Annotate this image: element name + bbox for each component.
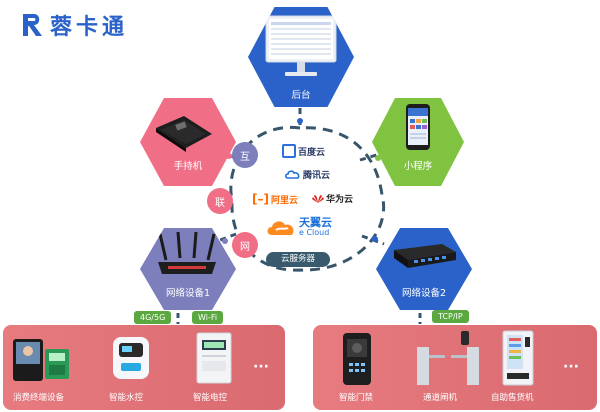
tianyi-cloud-icon: [267, 221, 294, 235]
provider-huawei: 华为云: [312, 192, 353, 205]
provider-tencent-name: 腾讯云: [303, 171, 331, 181]
node-handheld-label: 手持机: [173, 161, 203, 172]
link-miniprogram: [359, 152, 381, 162]
brand-r-icon: [23, 14, 42, 36]
left-device-panel: 消费终端设备 智能水控 智能电控 ···: [3, 325, 285, 410]
dot-backend: [297, 118, 303, 124]
smartphone-icon: [406, 104, 430, 150]
right-item-2: 通道闸机: [423, 393, 458, 403]
monitor-icon: [265, 15, 337, 76]
huawei-icon: [312, 195, 324, 203]
consumer-terminal-icon: [13, 339, 69, 381]
provider-tianyi: 天翼云 e Cloud: [266, 216, 332, 238]
cloud-server-pill: 云服务器: [266, 252, 330, 267]
brand-name: 蓉卡通: [50, 15, 129, 40]
provider-tencent: 腾讯云: [285, 168, 330, 181]
provider-tianyi-name: 天翼云: [299, 216, 332, 229]
tag-wifi: Wi-Fi: [192, 311, 224, 324]
electric-control-icon: [196, 332, 232, 384]
tencent-cloud-icon: [285, 170, 300, 179]
turnstile-gate-icon: [417, 331, 479, 385]
left-more: ···: [253, 359, 269, 375]
provider-baidu: 百度云: [282, 144, 325, 158]
right-more: ···: [563, 359, 579, 375]
right-item-3: 自助售货机: [491, 393, 534, 403]
node-miniprogram-label: 小程序: [403, 161, 433, 172]
node-backend-label: 后台: [291, 90, 311, 101]
left-item-3: 智能电控: [193, 393, 228, 403]
handheld-terminal-icon: [156, 116, 212, 152]
node-miniprogram[interactable]: 小程序: [372, 98, 464, 186]
node-network1-label: 网络设备1: [165, 288, 211, 299]
dot-handheld: [226, 153, 232, 159]
interconnect-wang: 网: [232, 232, 258, 258]
right-device-panel: 智能门禁 通道闸机 自助售货机 ···: [313, 325, 597, 410]
dot-miniprogram: [375, 155, 381, 161]
water-control-icon: [113, 337, 149, 379]
cloud-ring: [229, 125, 385, 272]
provider-tianyi-ecloud: e Cloud: [299, 228, 330, 237]
dot-network1: [222, 238, 228, 244]
left-item-2: 智能水控: [109, 393, 144, 403]
interconnect-hu: 互: [232, 142, 258, 168]
brand-logo: 蓉卡通: [20, 10, 128, 40]
right-item-1: 智能门禁: [339, 393, 374, 403]
dot-network2: [372, 236, 378, 242]
provider-aliyun: [–] 阿里云: [252, 192, 298, 206]
router-icon: [158, 231, 216, 274]
provider-aliyun-name: 阿里云: [270, 195, 298, 206]
cloud-server-label: 云服务器: [280, 254, 315, 264]
interconnect-lian: 联: [207, 188, 233, 214]
baidu-cloud-icon: [282, 144, 296, 158]
provider-baidu-name: 百度云: [298, 147, 326, 158]
tag-tcpip: TCP/IP: [432, 310, 469, 323]
access-control-icon: [343, 333, 371, 385]
node-network2-label: 网络设备2: [401, 288, 447, 299]
aliyun-icon: [–]: [252, 192, 269, 206]
left-item-1: 消费终端设备: [13, 393, 65, 403]
tag-4g5g: 4G/5G: [134, 311, 172, 324]
vending-machine-icon: [502, 330, 534, 386]
provider-huawei-name: 华为云: [326, 195, 354, 205]
switch-icon: [394, 244, 456, 268]
